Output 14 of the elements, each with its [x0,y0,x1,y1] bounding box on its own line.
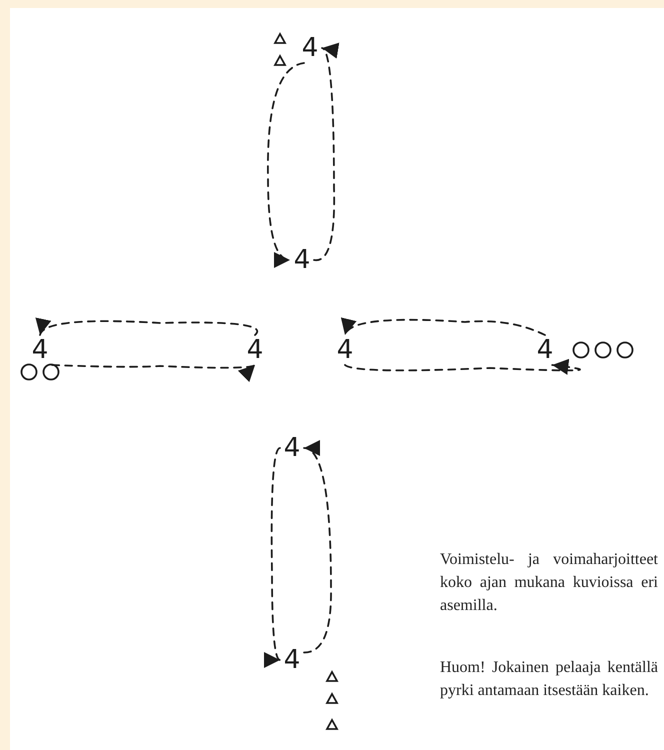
player-number: 4 [333,335,357,365]
player-number: 4 [28,335,52,365]
note-text: Huom! Jokainen pelaaja kentällä pyrki antamaan itsestään kaiken. [440,658,658,701]
dashed-arrow [51,364,256,380]
dashed-arrow [344,358,581,375]
player-number: 4 [280,645,304,675]
player-number: 4 [298,33,322,63]
player-number: 4 [533,335,557,365]
player-number: 4 [280,433,304,463]
dashed-arrow [344,316,546,336]
player-number: 4 [243,335,267,365]
player-number: 4 [290,245,314,275]
note-text: Voimistelu- ja voimaharjoitteet koko ajan mukana kuvioissa eri asemilla. [440,550,658,616]
dashed-arrow [267,62,305,266]
